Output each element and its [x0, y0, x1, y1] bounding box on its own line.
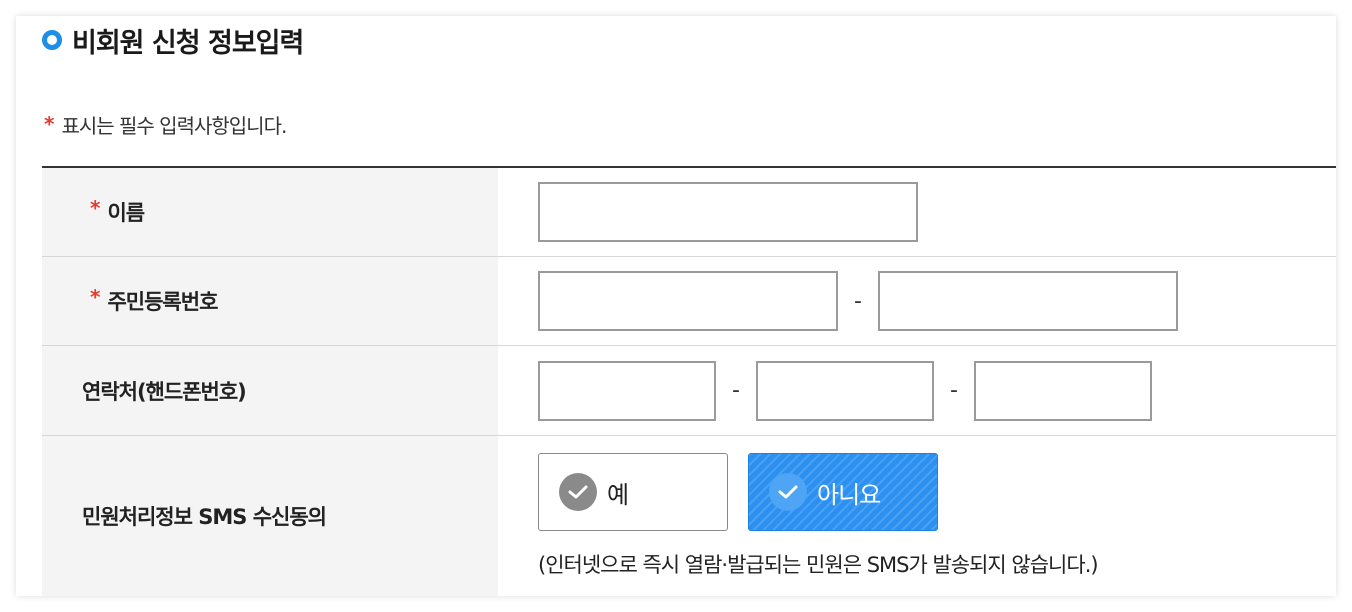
phone-separator-1: - — [732, 378, 740, 403]
row-phone: 연락처(핸드폰번호) - - — [42, 346, 1336, 436]
sms-note: (인터넷으로 즉시 열람·발급되는 민원은 SMS가 발송되지 않습니다.) — [538, 553, 1099, 577]
required-note: * 표시는 필수 입력사항입니다. — [44, 110, 287, 138]
row-rrn: * 주민등록번호 - — [42, 257, 1336, 346]
label-cell-rrn: * 주민등록번호 — [42, 257, 498, 345]
circle-bullet-icon — [42, 30, 62, 50]
rrn-second-input[interactable] — [878, 271, 1178, 331]
required-note-text: 표시는 필수 입력사항입니다. — [61, 113, 287, 138]
sms-radio-group: 예 아니요 — [538, 453, 938, 531]
sms-no-option[interactable]: 아니요 — [748, 453, 938, 531]
form-table: * 이름 * 주민등록번호 - 연락처(핸드폰번호) — [42, 166, 1336, 596]
value-cell-sms: 예 아니요 (인터넷으로 즉시 열람·발급되는 민원은 SMS가 발송되지 않습… — [498, 436, 1336, 596]
row-name: * 이름 — [42, 168, 1336, 257]
sms-no-label: 아니요 — [817, 480, 881, 509]
value-cell-name — [498, 168, 1336, 256]
rrn-separator: - — [854, 288, 862, 314]
phone-separator-2: - — [950, 378, 958, 403]
label-rrn: 주민등록번호 — [107, 290, 218, 314]
phone-part1-input[interactable] — [538, 360, 716, 421]
label-name: 이름 — [107, 201, 145, 225]
value-cell-rrn: - — [498, 257, 1336, 345]
check-icon — [559, 473, 597, 511]
label-sms: 민원처리정보 SMS 수신동의 — [82, 505, 327, 529]
application-card: 비회원 신청 정보입력 * 표시는 필수 입력사항입니다. * 이름 * 주민등… — [16, 16, 1336, 596]
check-icon — [769, 473, 807, 511]
phone-part2-input[interactable] — [756, 360, 934, 421]
rrn-first-input[interactable] — [538, 271, 838, 331]
section-title-text: 비회원 신청 정보입력 — [72, 27, 304, 59]
required-asterisk-icon: * — [90, 285, 101, 309]
sms-yes-option[interactable]: 예 — [538, 453, 728, 531]
label-phone: 연락처(핸드폰번호) — [82, 379, 247, 404]
label-cell-phone: 연락처(핸드폰번호) — [42, 346, 498, 435]
value-cell-phone: - - — [498, 346, 1336, 435]
row-sms-consent: 민원처리정보 SMS 수신동의 예 아니요 — [42, 436, 1336, 596]
section-title: 비회원 신청 정보입력 — [42, 20, 304, 60]
required-asterisk-icon: * — [90, 196, 101, 220]
required-asterisk-icon: * — [44, 112, 55, 136]
sms-yes-label: 예 — [607, 480, 629, 509]
label-cell-name: * 이름 — [42, 168, 498, 256]
phone-part3-input[interactable] — [974, 360, 1152, 421]
label-cell-sms: 민원처리정보 SMS 수신동의 — [42, 436, 498, 596]
name-input[interactable] — [538, 182, 918, 242]
